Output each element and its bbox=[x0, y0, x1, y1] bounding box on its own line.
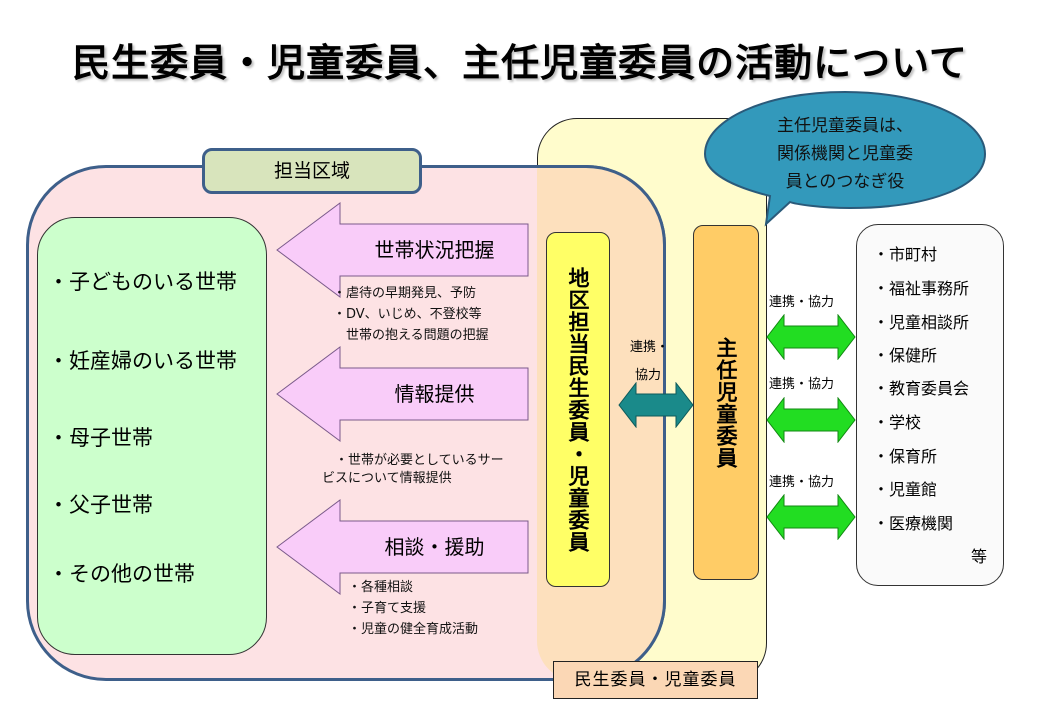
activity-notes: ・世帯が必要としているサー ビスについて情報提供 bbox=[322, 450, 504, 489]
activity-notes: ・虐待の早期発見、予防 ・DV、いじめ、不登校等 世帯の抱える問題の把握 bbox=[333, 283, 489, 346]
activity-notes: ・各種相談 ・子育て支援 ・児童の健全育成活動 bbox=[348, 577, 478, 640]
note-line: ・子育て支援 bbox=[348, 601, 427, 616]
inner-link-label-2: 協力 bbox=[635, 368, 662, 383]
agency-item: ・学校 bbox=[873, 413, 922, 432]
note-line: ビスについて情報提供 bbox=[322, 471, 452, 486]
household-item: ・妊産婦のいる世帯 bbox=[48, 349, 237, 373]
agency-item: ・児童相談所 bbox=[873, 313, 970, 332]
household-item: ・その他の世帯 bbox=[48, 562, 195, 586]
note-line: ・DV、いじめ、不登校等 bbox=[333, 307, 482, 322]
agency-item: ・市町村 bbox=[873, 245, 938, 264]
agency-item: ・保育所 bbox=[873, 447, 938, 466]
agency-item: ・医療機関 bbox=[873, 514, 954, 533]
double-arrow-icon bbox=[766, 314, 856, 360]
note-line: ・児童の健全育成活動 bbox=[348, 622, 479, 637]
double-arrow-icon bbox=[766, 397, 856, 443]
speech-bubble-icon bbox=[703, 90, 987, 227]
activity-label: 世帯状況把握 bbox=[374, 238, 495, 262]
callout-line: 関係機関と児童委 bbox=[777, 144, 913, 164]
outer-link-label: 連携・協力 bbox=[769, 475, 835, 490]
callout-bubble: 主任児童委員は、 関係機関と児童委 員とのつなぎ役 bbox=[700, 90, 990, 230]
district-committee-box: 地区担当民生委員・児童委員 bbox=[546, 232, 610, 587]
inner-link-label-1: 連携・ bbox=[630, 340, 670, 355]
double-arrow-icon bbox=[618, 382, 694, 428]
district-committee-label: 地区担当民生委員・児童委員 bbox=[566, 266, 590, 553]
agency-item: ・保健所 bbox=[873, 346, 938, 365]
agencies-box: ・市町村 ・福祉事務所 ・児童相談所 ・保健所 ・教育委員会 ・学校 ・保育所 … bbox=[856, 224, 1004, 586]
household-item: ・子どものいる世帯 bbox=[48, 270, 237, 294]
agency-item: ・福祉事務所 bbox=[873, 279, 970, 298]
left-arrow-icon bbox=[276, 499, 529, 595]
double-arrow-icon bbox=[766, 494, 856, 540]
activity-arrow-household-status: 世帯状況把握 bbox=[276, 202, 529, 298]
note-line: 世帯の抱える問題の把握 bbox=[333, 328, 489, 343]
page-title: 民生委員・児童委員、主任児童委員の活動について bbox=[72, 41, 968, 85]
note-line: ・世帯が必要としているサー bbox=[322, 453, 504, 468]
agency-etc: 等 bbox=[970, 547, 987, 566]
chief-committee-box: 主任児童委員 bbox=[693, 225, 759, 580]
left-arrow-icon bbox=[276, 202, 529, 298]
household-item: ・父子世帯 bbox=[48, 493, 153, 517]
activity-label: 情報提供 bbox=[394, 382, 475, 406]
activity-arrow-info: 情報提供 bbox=[276, 346, 529, 442]
area-label: 担当区域 bbox=[202, 148, 422, 194]
note-line: ・各種相談 bbox=[348, 580, 414, 595]
committee-label: 民生委員・児童委員 bbox=[553, 661, 758, 699]
activity-arrow-consult: 相談・援助 bbox=[276, 499, 529, 595]
chief-committee-label: 主任児童委員 bbox=[714, 336, 738, 469]
household-item: ・母子世帯 bbox=[48, 426, 153, 450]
outer-link-label: 連携・協力 bbox=[769, 295, 835, 310]
agency-item: ・児童館 bbox=[873, 480, 938, 499]
households-box: ・子どものいる世帯 ・妊産婦のいる世帯 ・母子世帯 ・父子世帯 ・その他の世帯 bbox=[37, 217, 267, 655]
activity-label: 相談・援助 bbox=[384, 535, 485, 559]
outer-link-label: 連携・協力 bbox=[769, 377, 835, 392]
callout-text: 主任児童委員は、 関係機関と児童委 員とのつなぎ役 bbox=[740, 112, 950, 196]
callout-line: 員とのつなぎ役 bbox=[785, 172, 905, 192]
note-line: ・虐待の早期発見、予防 bbox=[333, 286, 477, 301]
callout-line: 主任児童委員は、 bbox=[777, 116, 913, 136]
left-arrow-icon bbox=[276, 346, 529, 442]
agency-item: ・教育委員会 bbox=[873, 379, 970, 398]
